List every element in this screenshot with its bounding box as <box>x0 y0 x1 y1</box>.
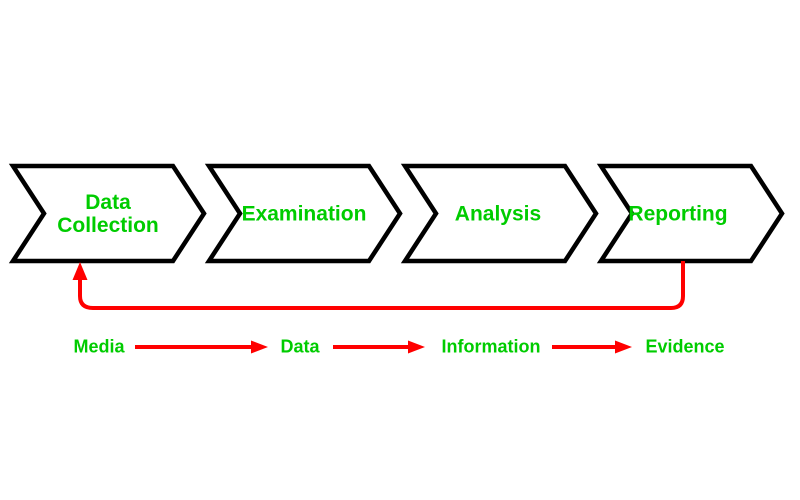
stage-label-reporting: Reporting <box>628 202 728 226</box>
flow-label-information: Information <box>441 336 541 357</box>
arrowhead-data-to-information-icon <box>408 340 425 354</box>
flow-label-media: Media <box>73 336 125 357</box>
feedback-arrowhead-icon <box>72 262 88 280</box>
stage-label-examination: Examination <box>241 202 367 226</box>
stage-shape-examination <box>204 163 403 264</box>
flow-label-data: Data <box>280 336 320 357</box>
stage-shape-data-collection <box>8 163 207 264</box>
stage-label-data-collection: Data Collection <box>57 191 159 237</box>
stage-shape-reporting <box>596 163 785 264</box>
stage-label-analysis: Analysis <box>454 202 542 226</box>
flow-label-evidence: Evidence <box>645 336 725 357</box>
arrowhead-information-to-evidence-icon <box>615 340 632 354</box>
arrowhead-media-to-data-icon <box>251 340 268 354</box>
stage-shape-analysis <box>400 163 599 264</box>
feedback-loop-line <box>78 261 685 310</box>
